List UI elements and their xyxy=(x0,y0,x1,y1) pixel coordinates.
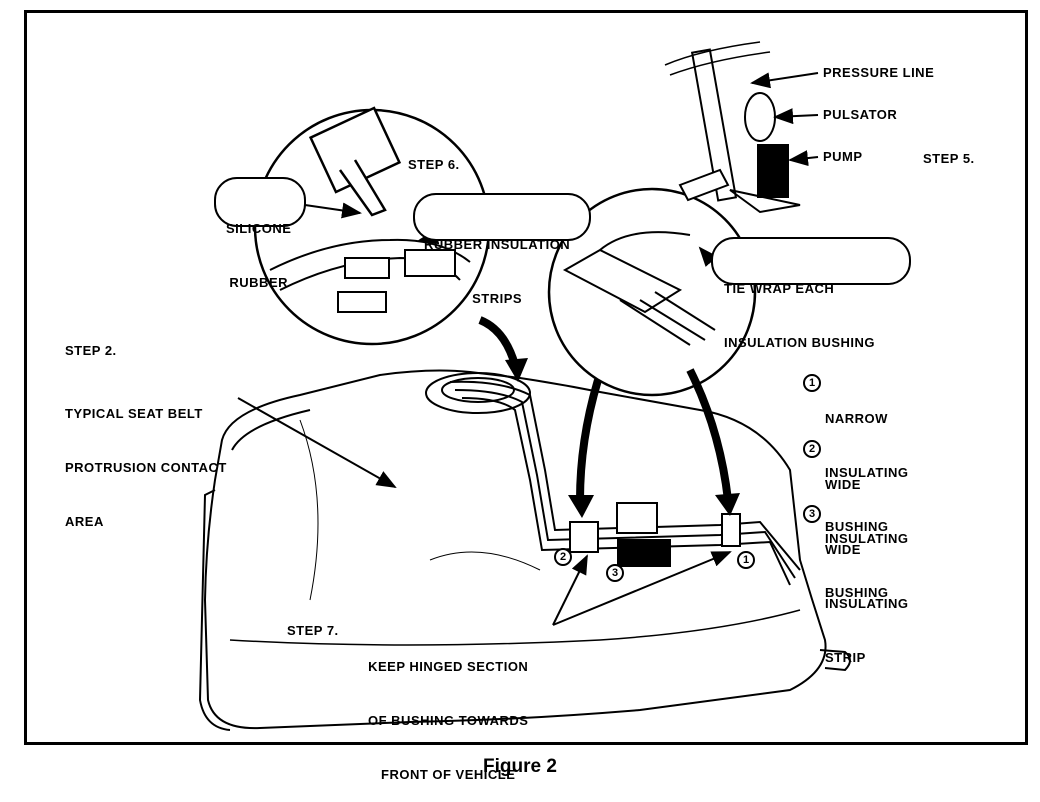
arrow-heads xyxy=(505,358,740,518)
insulating-components xyxy=(569,502,741,567)
legend-item-3: WIDE INSULATING STRIP xyxy=(825,542,909,665)
callout-number-2: 2 xyxy=(554,548,572,566)
leader-lines xyxy=(237,72,819,626)
callout-number-3: 3 xyxy=(606,564,624,582)
pressure-line-label: PRESSURE LINE xyxy=(823,65,935,80)
pump-label: PUMP xyxy=(823,149,863,164)
legend-number-1: 1 xyxy=(803,374,821,392)
legend-item-2: WIDE INSULATING BUSHING xyxy=(825,477,909,600)
tie-wrap-label: TIE WRAP EACH INSULATION BUSHING xyxy=(724,281,876,350)
figure-frame xyxy=(24,10,1028,745)
step7-label: STEP 7. xyxy=(287,623,339,638)
keep-hinged-label: KEEP HINGED SECTION OF BUSHING TOWARDS F… xyxy=(368,659,529,782)
tie-wrap-detail xyxy=(547,187,757,397)
figure-caption: Figure 2 xyxy=(483,756,557,777)
fuel-sender-ring xyxy=(425,372,531,414)
step2-label: STEP 2. xyxy=(65,343,117,358)
silicone-rubber-label: SILICONE RUBBER xyxy=(226,221,292,290)
step5-label: STEP 5. xyxy=(923,151,975,166)
legend-item-1: NARROW INSULATING BUSHING xyxy=(825,411,909,534)
callout-bubbles xyxy=(214,177,911,285)
seat-belt-label: TYPICAL SEAT BELT PROTRUSION CONTACT ARE… xyxy=(65,406,227,529)
pulsator-label: PULSATOR xyxy=(823,107,898,122)
legend-number-3: 3 xyxy=(803,505,821,523)
callout-number-1: 1 xyxy=(737,551,755,569)
step6-label: STEP 6. xyxy=(408,157,460,172)
pump-assembly xyxy=(664,41,801,214)
detail-arrows xyxy=(478,316,732,501)
fuel-tank xyxy=(198,369,851,731)
legend-number-2: 2 xyxy=(803,440,821,458)
rubber-insulation-strips-label: RUBBER INSULATION STRIPS xyxy=(424,237,571,306)
